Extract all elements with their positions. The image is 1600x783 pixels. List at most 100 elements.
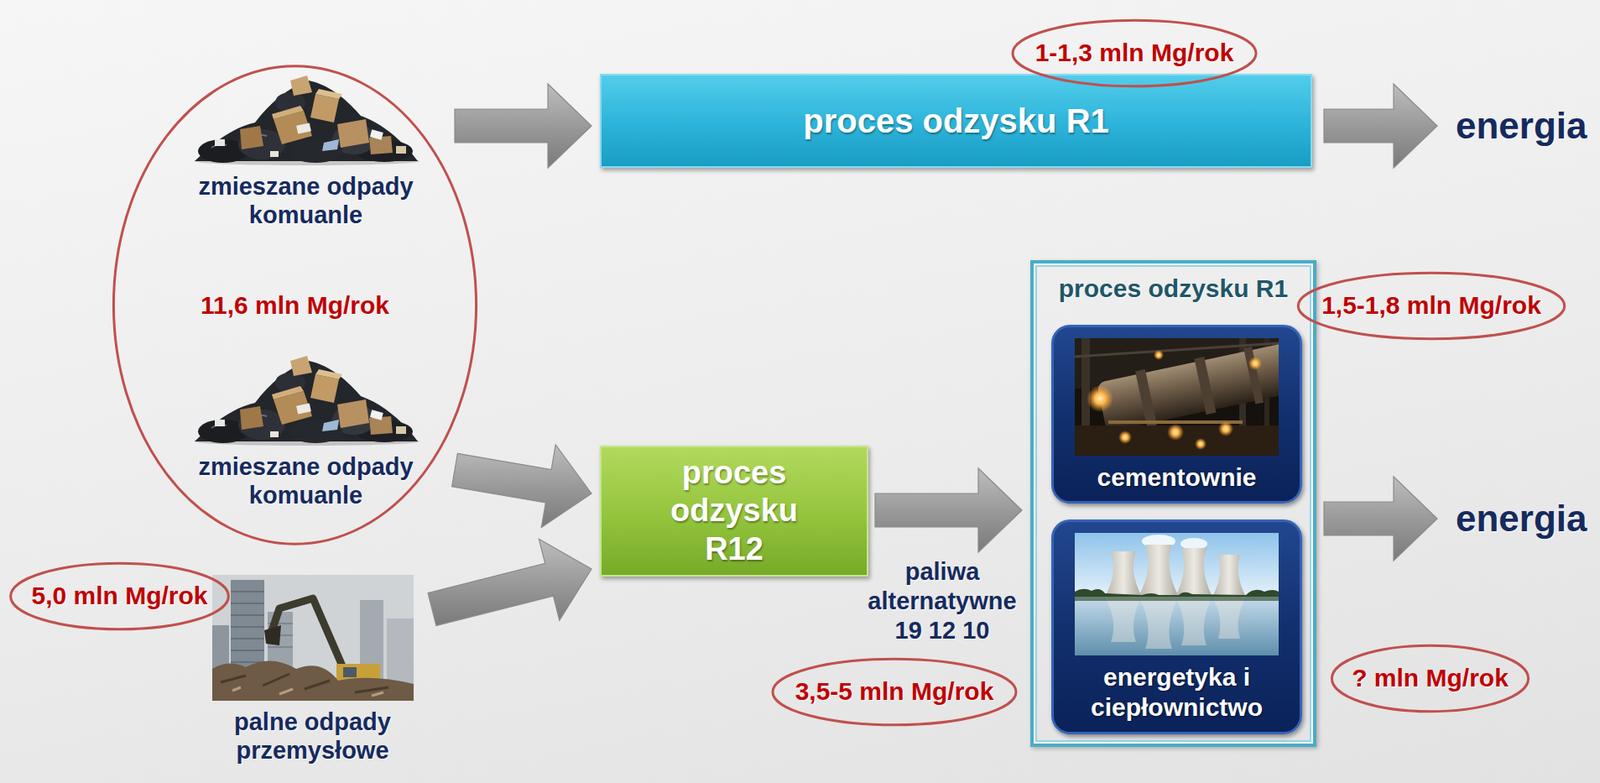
node-text: cementownie — [1096, 462, 1257, 493]
block-arrow — [452, 444, 592, 528]
node-text: proces odzysku R1 — [1033, 273, 1314, 304]
block-arrow — [427, 538, 592, 626]
picture-detail — [337, 119, 370, 148]
amount-callout: 1-1,3 mln Mg/rok — [1010, 19, 1259, 88]
picture-detail — [1180, 537, 1208, 550]
picture-detail — [1135, 369, 1158, 428]
picture-detail — [1212, 554, 1246, 597]
node-text: palne odpady przemysłowe — [209, 707, 416, 765]
amount-callout: 1,5-1,8 mln Mg/rok — [1295, 271, 1568, 340]
red-ellipse — [772, 658, 1017, 725]
block-arrow — [1323, 83, 1438, 168]
picture-detail — [212, 574, 414, 701]
picture-detail — [337, 399, 370, 428]
picture-detail — [315, 88, 343, 100]
picture-detail — [396, 145, 407, 154]
plant-box: energetyka i ciepłownictwo — [1051, 519, 1303, 735]
picture-detail — [220, 673, 389, 693]
red-ellipse — [1297, 272, 1565, 339]
amount-callout: ? mln Mg/rok — [1329, 644, 1531, 713]
amount-text: ? mln Mg/rok — [1351, 663, 1509, 694]
picture-detail — [1104, 551, 1142, 597]
waste-pile-picture — [189, 68, 423, 166]
picture-detail — [1074, 596, 1279, 656]
amount-callout: 5,0 mln Mg/rok — [8, 562, 231, 631]
picture-detail — [1074, 532, 1279, 597]
cement-plant-photo — [1074, 338, 1279, 456]
picture-detail — [1167, 423, 1184, 441]
node-text: proces odzysku R1 — [802, 100, 1110, 141]
picture-detail — [310, 374, 339, 403]
node-text: zmieszane odpady komuanle — [173, 452, 438, 510]
picture-detail — [296, 122, 312, 134]
picture-detail — [1104, 596, 1246, 649]
picture-detail — [1138, 596, 1179, 649]
waste-pile-picture — [189, 349, 423, 446]
picture-detail — [370, 129, 384, 140]
picture-detail — [1096, 341, 1279, 433]
picture-detail — [1248, 356, 1262, 371]
picture-detail — [396, 426, 407, 434]
picture-detail — [271, 385, 304, 400]
picture-detail — [270, 431, 279, 438]
node-text: zmieszane odpady komuanle — [173, 171, 438, 230]
waste-item: palne odpady przemysłowe — [209, 574, 416, 765]
picture-detail — [1138, 544, 1179, 597]
picture-detail — [322, 139, 339, 152]
picture-detail — [290, 75, 313, 96]
red-ellipse — [10, 562, 230, 630]
picture-detail — [1153, 349, 1164, 360]
picture-detail — [322, 419, 339, 432]
picture-detail — [264, 625, 282, 646]
picture-detail — [288, 419, 343, 443]
block-arrow — [454, 83, 592, 168]
output-label: energia — [1455, 100, 1588, 152]
edge-label: paliwa alternatywne 19 12 10 — [854, 557, 1031, 645]
picture-detail — [270, 151, 279, 157]
picture-detail — [239, 125, 264, 150]
process-box: proces odzysku R12 — [599, 445, 869, 577]
picture-detail — [271, 105, 304, 120]
picture-detail — [212, 660, 414, 701]
picture-detail — [1218, 421, 1234, 437]
picture-detail — [1212, 596, 1246, 639]
output-label: energia — [1455, 493, 1588, 544]
waste-item: zmieszane odpady komuanle — [173, 349, 438, 510]
picture-detail — [1193, 356, 1216, 415]
picture-detail — [343, 667, 357, 678]
node-text: energia — [1455, 496, 1588, 542]
process-box: proces odzysku R1 — [599, 73, 1313, 168]
amount-text: 5,0 mln Mg/rok — [31, 581, 208, 611]
node-text: proces odzysku R12 — [637, 453, 831, 569]
picture-detail — [214, 139, 225, 146]
picture-detail — [1074, 588, 1279, 597]
picture-detail — [239, 406, 264, 430]
plant-box: cementownie — [1051, 324, 1303, 504]
picture-detail — [1086, 385, 1114, 412]
red-ellipse — [1331, 645, 1528, 712]
block-arrow — [875, 468, 1022, 553]
picture-detail — [315, 369, 343, 380]
picture-detail — [1118, 430, 1132, 444]
picture-detail — [230, 591, 265, 662]
picture-detail — [288, 139, 343, 163]
amount-text: 1,5-1,8 mln Mg/rok — [1321, 291, 1542, 321]
amount-text: 3,5-5 mln Mg/rok — [795, 677, 995, 707]
picture-detail — [1104, 596, 1142, 642]
picture-detail — [1095, 338, 1279, 436]
amount-text: 1-1,3 mln Mg/rok — [1035, 38, 1235, 68]
node-text: energia — [1455, 104, 1588, 149]
power-plant-photo — [1074, 532, 1279, 656]
demolition-photo — [212, 574, 414, 701]
picture-detail — [214, 419, 225, 427]
picture-detail — [310, 93, 339, 123]
picture-detail — [296, 402, 312, 414]
picture-detail — [1175, 547, 1213, 597]
node-text: energetyka i ciepłownictwo — [1060, 661, 1293, 723]
picture-detail — [1175, 596, 1213, 646]
picture-detail — [290, 355, 313, 376]
picture-detail — [1194, 437, 1207, 450]
waste-item: zmieszane odpady komuanle — [173, 68, 438, 230]
picture-detail — [232, 687, 384, 696]
